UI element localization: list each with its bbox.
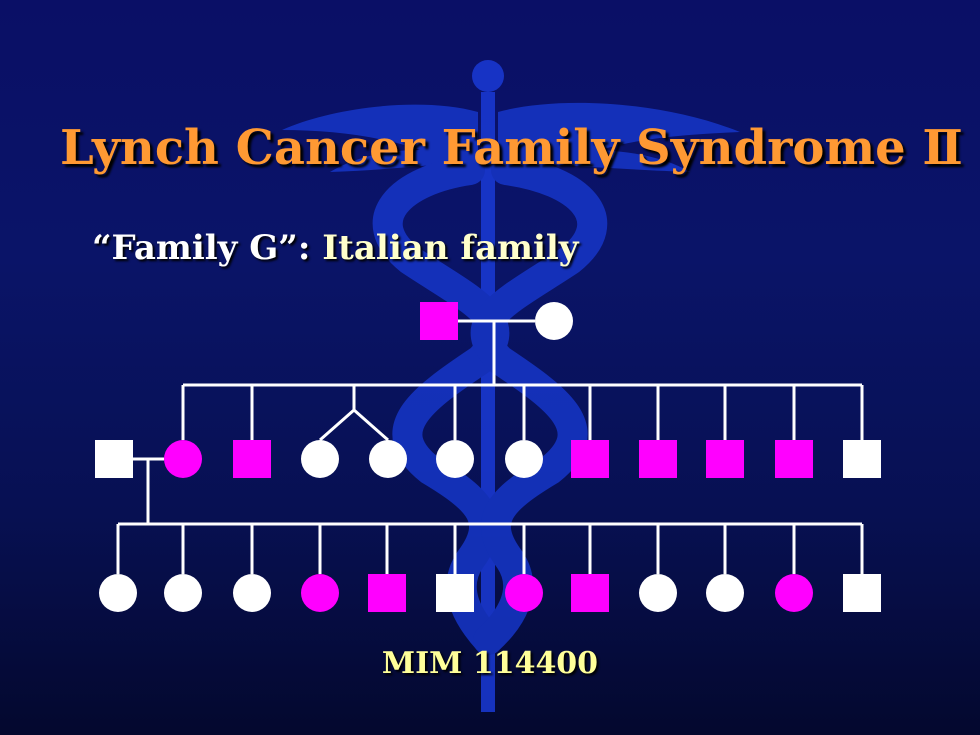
caduceus-serpent-right — [470, 155, 608, 655]
gen2-individual-1-unaffected — [95, 440, 133, 478]
pedigree-symbols — [95, 302, 881, 612]
gen3-individual-7-affected — [505, 574, 543, 612]
gen2-individual-8-affected — [571, 440, 609, 478]
caduceus-wing-left — [282, 104, 478, 172]
gen3-individual-12-unaffected — [843, 574, 881, 612]
gen2-individual-4-unaffected — [301, 440, 339, 478]
gen2-individual-11-affected — [775, 440, 813, 478]
caduceus-knob — [472, 60, 504, 92]
gen3-individual-1-unaffected — [99, 574, 137, 612]
caduceus-wing-right — [498, 102, 740, 172]
gen3-individual-6-unaffected — [436, 574, 474, 612]
gen2-individual-10-affected — [706, 440, 744, 478]
gen3-individual-9-unaffected — [639, 574, 677, 612]
subtitle-description: Italian family — [322, 228, 579, 268]
gen2-individual-3-affected — [233, 440, 271, 478]
gen2-individual-5-unaffected — [369, 440, 407, 478]
gen2-individual-2-affected — [164, 440, 202, 478]
twin-branch-right — [353, 408, 389, 442]
subtitle-family-name: “Family G”: — [92, 228, 311, 268]
gen3-individual-2-unaffected — [164, 574, 202, 612]
gen3-individual-5-affected — [368, 574, 406, 612]
gen3-individual-11-affected — [775, 574, 813, 612]
pedigree-lines — [116, 319, 864, 574]
gen3-individual-10-unaffected — [706, 574, 744, 612]
gen3-individual-4-affected — [301, 574, 339, 612]
twin-branch-left — [319, 408, 355, 442]
gen1-individual-2-unaffected — [535, 302, 573, 340]
gen3-individual-8-affected — [571, 574, 609, 612]
caduceus-serpent-left — [372, 155, 510, 655]
gen2-individual-12-unaffected — [843, 440, 881, 478]
gen2-individual-7-unaffected — [505, 440, 543, 478]
slide-subtitle: “Family G”: Italian family — [92, 228, 579, 268]
gen2-individual-9-affected — [639, 440, 677, 478]
gen2-individual-6-unaffected — [436, 440, 474, 478]
mim-number: MIM 114400 — [381, 646, 599, 681]
gen1-individual-1-affected — [420, 302, 458, 340]
slide-title: Lynch Cancer Family Syndrome Ⅱ — [60, 120, 963, 176]
caduceus-emblem — [282, 60, 740, 712]
gen3-individual-3-unaffected — [233, 574, 271, 612]
